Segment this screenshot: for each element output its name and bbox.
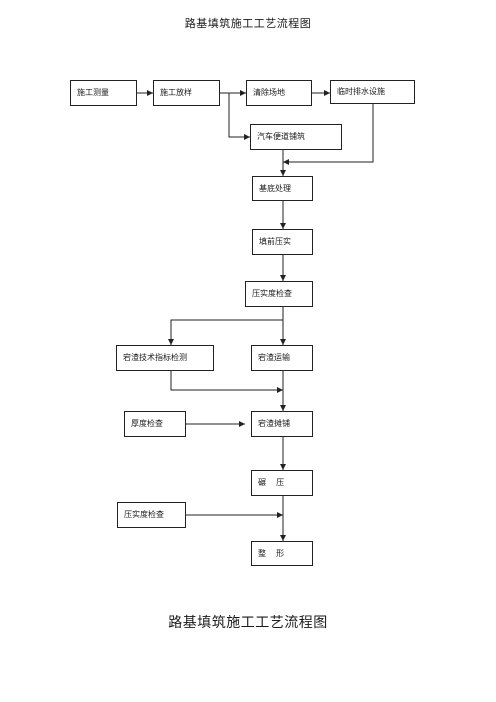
node-shaping: 整 形: [251, 541, 313, 566]
edge-drainage-base: [283, 104, 374, 165]
node-slag-spread: 宕渣摊铺: [251, 411, 313, 437]
figure-caption: 路基填筑施工工艺流程图: [168, 615, 328, 631]
node-access-road: 汽车便道铺筑: [250, 124, 342, 150]
node-fill-compact: 填前压实: [252, 229, 313, 255]
node-roll: 碾 压: [251, 470, 313, 496]
node-layout: 施工放样: [153, 80, 220, 106]
node-slag-transport: 宕渣运输: [251, 345, 313, 371]
page-header: 路基填筑施工工艺流程图: [184, 17, 312, 30]
node-drainage: 临时排水设施: [330, 80, 415, 104]
node-base: 基底处理: [252, 176, 313, 201]
edge-compact-check-slag-test: [168, 319, 283, 345]
node-thickness: 厚度检查: [124, 411, 186, 437]
node-slag-test: 宕渣技术指标检测: [116, 345, 214, 371]
node-compact-check: 压实度检查: [245, 281, 313, 307]
node-clear: 清除场地: [246, 80, 312, 106]
node-survey: 施工测量: [70, 80, 137, 106]
edge-layout-access-road: [228, 93, 250, 140]
node-compact-check-2: 压实度检查: [117, 502, 186, 528]
edge-slag-test-merge: [170, 371, 283, 393]
